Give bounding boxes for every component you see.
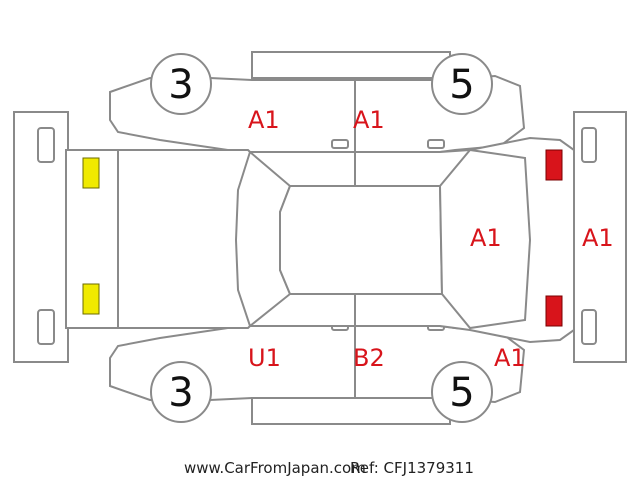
tire-rear-right: 5 [431,361,493,423]
tire-front-left: 3 [150,53,212,115]
tire-front-right-rating: 3 [168,370,193,416]
front-bumper [13,111,69,363]
damage-rear-bumper: A1 [582,224,614,252]
tire-rear-left: 5 [431,53,493,115]
tire-front-right: 3 [150,361,212,423]
tire-front-left-rating: 3 [168,62,193,108]
damage-left-rear-door: A1 [353,106,385,134]
footer-ref: Ref: CFJ1379311 [350,459,474,477]
damage-left-front-door: A1 [248,106,280,134]
footer-site: www.CarFromJapan.com [184,459,366,477]
rear-light-bottom [545,295,563,327]
damage-right-rear-door: B2 [353,344,385,372]
damage-right-rear-fender: A1 [494,344,526,372]
right-side-body [109,321,526,425]
tire-rear-left-rating: 5 [449,62,474,108]
front-light-bottom [82,283,100,315]
top-view-body [65,136,575,344]
damage-right-front-door: U1 [248,344,281,372]
damage-rear-glass: A1 [470,224,502,252]
rear-light-top [545,149,563,181]
front-light-top [82,157,100,189]
tire-rear-right-rating: 5 [449,370,474,416]
